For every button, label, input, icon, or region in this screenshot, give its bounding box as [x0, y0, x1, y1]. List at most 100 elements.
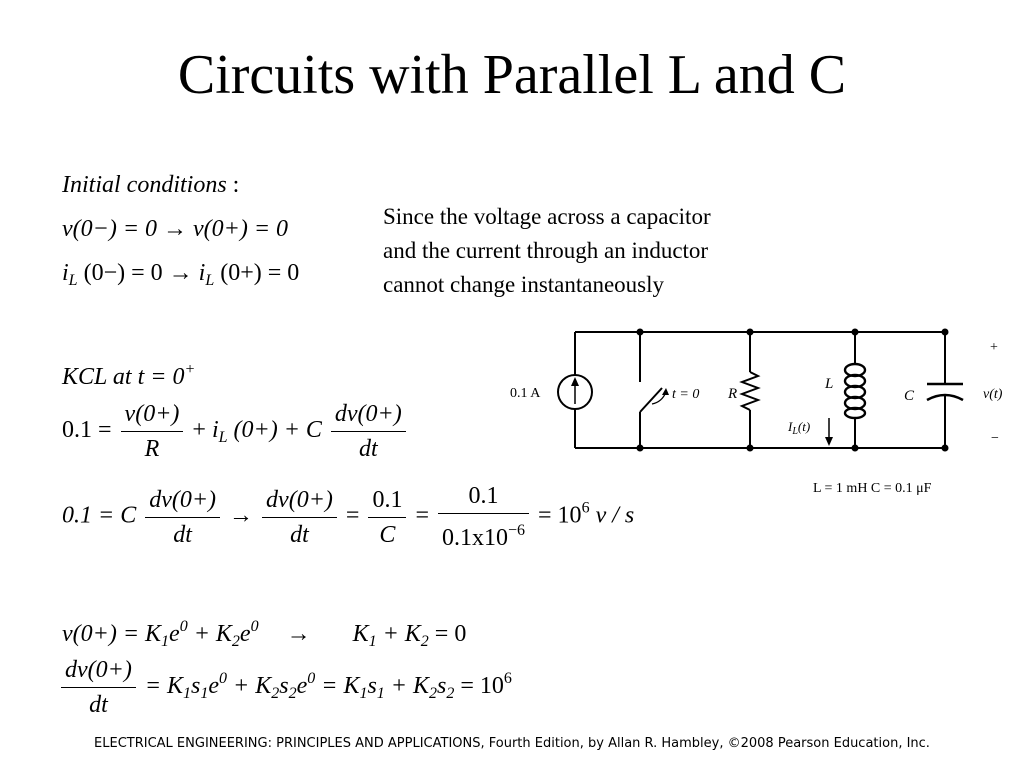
eq2-arrow: → — [229, 502, 254, 529]
eq3-e1: e — [169, 621, 180, 647]
eq2-fraction-4-denominator: 0.1x10 — [441, 525, 508, 551]
eq2-fraction-3-denominator: C — [379, 521, 396, 548]
eq4-part-a-sub: 1 — [183, 685, 192, 703]
eq4-part-f-sup: 0 — [307, 670, 316, 688]
eq1-fraction-2-numerator: dv(0+) — [330, 400, 406, 432]
current-subscript: L — [68, 272, 78, 289]
eq3-e1-exponent: 0 — [179, 618, 188, 635]
note-line-2: and the current through an inductor — [383, 238, 709, 263]
eq4-part-h: s — [367, 673, 377, 700]
switch — [639, 387, 669, 413]
current-symbol-2: i — [198, 260, 206, 286]
eq2-fraction-3-numerator: 0.1 — [368, 486, 407, 518]
eq3-rhs-k2-subscript: 2 — [420, 633, 429, 650]
capacitor-plate-bottom — [926, 393, 964, 402]
eq2-fraction-4-exponent: −6 — [507, 522, 526, 539]
eq4-part-b: s — [191, 673, 201, 700]
eq4-part-i: + K — [384, 673, 429, 700]
eq1-fraction-2: dv(0+) dt — [330, 400, 406, 463]
eq4-part-g-sub: 1 — [359, 685, 368, 703]
resistor-label: R — [727, 386, 737, 402]
inductor-current-suffix: (t) — [798, 419, 810, 434]
current-source — [557, 374, 593, 410]
eq1-current-subscript: L — [218, 429, 228, 447]
current-initial-equation: iL (0−) = 0 → iL (0+) = 0 — [62, 258, 299, 296]
eq2-fraction-1-numerator: dv(0+) — [145, 486, 221, 518]
eq1-fraction-1-denominator: R — [144, 436, 160, 462]
kcl-superscript: + — [184, 361, 196, 378]
eq2-fraction-2: dv(0+)dt — [262, 486, 337, 549]
inductor-label: L — [824, 376, 833, 392]
current-subscript-2: L — [205, 272, 215, 289]
eq4-part-d-sub: 2 — [271, 685, 280, 703]
eq2-rhs-exponent: 6 — [581, 499, 590, 517]
eq4-part-k-sup: 6 — [503, 670, 512, 688]
eq1-plus: + — [192, 417, 206, 444]
eq2-fraction-1: dv(0+) dt — [145, 486, 221, 549]
eq2-lhs: 0.1 = C — [62, 502, 137, 529]
eq4-part-c: e — [208, 673, 220, 700]
eq3-e2: e — [239, 621, 251, 647]
eq2-equals-2: = — [415, 502, 429, 529]
eq1-middle: (0+) + C — [227, 417, 322, 444]
note-line-1: Since the voltage across a capacitor — [383, 204, 711, 229]
slide-title: Circuits with Parallel L and C — [177, 44, 847, 106]
arrow-down-icon — [825, 437, 833, 446]
eq4-fraction: dv(0+)dt — [61, 656, 136, 719]
kcl-equation: 0.1 = v(0+)R + iL (0+) + C dv(0+)dt — [62, 400, 409, 463]
kcl-label: KCL at t = 0 — [62, 364, 185, 390]
eq3-k1-subscript: 1 — [161, 633, 170, 650]
eq4-part-a: = K — [144, 673, 184, 700]
eq4-part-j: s — [437, 673, 447, 700]
circuit-diagram: 0.1 A t = 0 R L IL(t) C + v(t) − L = 1 m… — [510, 328, 1003, 496]
inductor-current-subscript: L — [791, 426, 798, 437]
eq2-fraction-2-numerator: dv(0+) — [262, 486, 337, 518]
resistor-zigzag — [739, 371, 761, 411]
initial-conditions-colon: : — [226, 172, 240, 198]
switch-blade — [639, 387, 663, 413]
copyright-footer: ELECTRICAL ENGINEERING: PRINCIPLES AND A… — [94, 736, 930, 751]
eq4-part-d: + K — [227, 673, 272, 700]
source-label: 0.1 A — [510, 386, 541, 401]
inductor-coil — [843, 362, 867, 420]
eq4-part-j-sub: 2 — [446, 685, 455, 703]
eq3-rhs-k: K — [352, 621, 369, 647]
eq3-rhs-plus: + K — [376, 621, 421, 647]
eq2-equals-1: = — [345, 502, 360, 529]
capacitor-label: C — [904, 388, 915, 404]
eq2-unit: v / s — [589, 502, 635, 529]
note-line-3: cannot change instantaneously — [383, 272, 665, 297]
eq4-part-b-sub: 1 — [200, 685, 209, 703]
voltage-initial-equation: v(0−) = 0 → v(0+) = 0 — [62, 216, 289, 242]
arrow-up-icon — [571, 377, 579, 386]
current-equation-middle: (0−) = 0 → — [77, 260, 199, 286]
current-equation-end: (0+) = 0 — [214, 260, 300, 286]
eq4-part-e: s — [279, 673, 289, 700]
eq4-part-k: = 10 — [454, 673, 504, 700]
eq3-arrow: → — [286, 621, 311, 647]
eq3-lhs: v(0+) = K — [62, 621, 162, 647]
eq2-fraction-1-denominator: dt — [173, 521, 192, 548]
kcl-heading: KCL at t = 0+ — [62, 355, 195, 392]
eq4-part-g: = K — [315, 673, 360, 700]
eq2-fraction-4-numerator: 0.1 — [437, 482, 530, 514]
eq4-fraction-denominator: dt — [89, 692, 108, 718]
switch-arrow-icon — [662, 388, 669, 395]
inductor-current-label: IL(t) — [787, 419, 810, 437]
initial-derivative-solution: dv(0+)dt = K1s1e0 + K2s2e0 = K1s1 + K2s2… — [58, 656, 512, 719]
eq1-fraction-2-denominator: dt — [358, 436, 378, 462]
eq2-fraction-4-denominator-group: 0.1x10−6 — [438, 514, 529, 552]
initial-conditions-label: Initial conditions — [62, 172, 227, 198]
eq4-part-i-sub: 2 — [429, 685, 437, 703]
eq4-part-c-sup: 0 — [219, 670, 228, 688]
eq3-e2-exponent: 0 — [250, 618, 259, 635]
voltage-label: v(t) — [983, 387, 1003, 402]
current-symbol: i — [62, 260, 69, 286]
eq4-part-e-sub: 2 — [288, 685, 297, 703]
eq4-part-f: e — [296, 673, 308, 700]
eq3-rhs-k1-subscript: 1 — [368, 633, 377, 650]
voltage-plus-sign: + — [990, 340, 998, 355]
eq1-fraction-1-numerator: v(0+) — [120, 400, 184, 432]
